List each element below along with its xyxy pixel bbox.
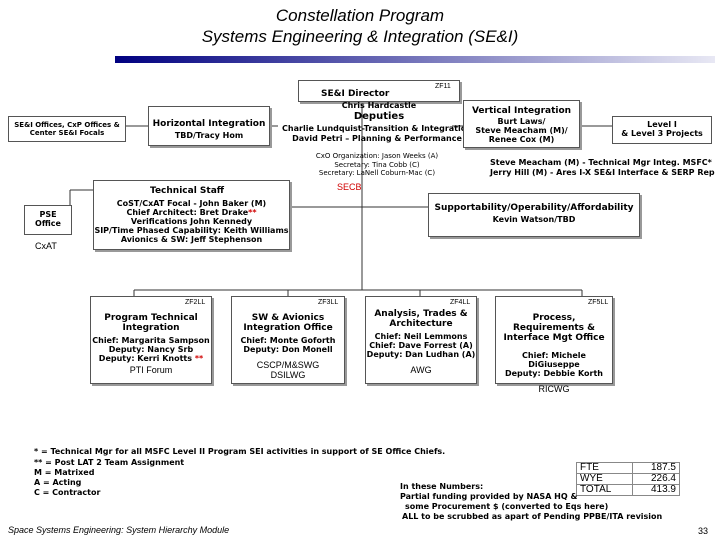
office-title: Analysis, Trades & Architecture bbox=[374, 309, 468, 329]
cxat-label: CxAT bbox=[35, 241, 57, 251]
secb-label: SECB bbox=[337, 182, 362, 192]
office-title: Process, Requirements & Interface Mgt Of… bbox=[503, 313, 605, 343]
office-line-2: Chief: Dave Forrest (A) bbox=[369, 341, 473, 350]
page-number: 33 bbox=[698, 526, 709, 536]
director-box: ZF11 SE&I Director bbox=[298, 80, 460, 102]
title-line-1: Constellation Program bbox=[275, 6, 445, 25]
supportability-box: Supportability/Operability/Affordability… bbox=[428, 193, 640, 237]
office-tag: ZF2LL bbox=[185, 299, 206, 306]
total-label: TOTAL bbox=[575, 484, 634, 496]
office-line-1: Chief: Michele DiGiuseppe bbox=[522, 351, 586, 369]
pse-office-box: PSE Office bbox=[24, 205, 72, 235]
secretary-note-1: Secretary: Tina Cobb (C) bbox=[334, 161, 420, 169]
office-forum: CSCP/M&SWG DSILWG bbox=[256, 360, 320, 380]
numbers-note-4: ALL to be scrubbed as apart of Pending P… bbox=[402, 512, 663, 521]
technical-staff-title: Technical Staff bbox=[150, 186, 225, 196]
left-offices-box: SE&I Offices, CxP Offices & Center SE&I … bbox=[8, 116, 126, 142]
technical-staff-line-2: Chief Architect: Bret Drake** bbox=[126, 208, 257, 217]
vertical-integration-box: Vertical Integration Burt Laws/ Steve Me… bbox=[463, 100, 580, 148]
technical-staff-line-3: Verifications John Kennedy bbox=[130, 217, 253, 226]
office-box-pti: ZF2LL Program Technical Integration Chie… bbox=[90, 296, 212, 384]
pse-line-2: Office bbox=[35, 219, 61, 228]
numbers-note-3: some Procurement $ (converted to Eqs her… bbox=[405, 502, 609, 511]
wye-value: 226.4 bbox=[632, 473, 680, 485]
left-offices-label: SE&I Offices, CxP Offices & Center SE&I … bbox=[14, 121, 120, 137]
numbers-note-2: Partial funding provided by NASA HQ & bbox=[400, 492, 578, 501]
level-projects-box: Level I & Level 3 Projects bbox=[612, 116, 712, 144]
deputy-transition: Charlie Lundquist-Transition & Integrati… bbox=[282, 124, 472, 133]
office-line-2: Deputy: Debbie Korth bbox=[504, 369, 603, 378]
office-line-3: Deputy: Dan Ludhan (A) bbox=[366, 350, 476, 359]
footnote-contractor: C = Contractor bbox=[34, 488, 101, 497]
deputy-planning: David Petri – Planning & Performance bbox=[292, 134, 462, 143]
numbers-note-1: In these Numbers: bbox=[400, 482, 484, 491]
secretary-note-2: Secretary: LaNell Coburn-Mac (C) bbox=[318, 169, 436, 177]
title-gradient-bar bbox=[115, 56, 715, 63]
office-box-process: ZF5LL Process, Requirements & Interface … bbox=[495, 296, 613, 394]
level-projects-line-2: & Level 3 Projects bbox=[621, 129, 703, 138]
wye-label: WYE bbox=[575, 473, 634, 485]
cxo-org-note: CxO Organization: Jason Weeks (A) bbox=[315, 152, 439, 160]
office-forum: RICWG bbox=[538, 384, 570, 394]
vertical-note-2: Jerry Hill (M) - Ares I-X SE&I Interface… bbox=[490, 168, 715, 177]
office-line-2: Deputy: Don Monell bbox=[243, 345, 333, 354]
vertical-integration-line-1: Burt Laws/ bbox=[497, 117, 546, 126]
office-box-sw-avionics: ZF3LL SW & Avionics Integration Office C… bbox=[231, 296, 345, 384]
office-forum: AWG bbox=[410, 365, 432, 375]
technical-staff-line-5: Avionics & SW: Jeff Stephenson bbox=[120, 235, 263, 244]
fte-value: 187.5 bbox=[632, 462, 680, 474]
post-lat-marker: ** bbox=[248, 208, 257, 217]
deputies-label: Deputies bbox=[353, 111, 405, 122]
vertical-note-1: Steve Meacham (M) - Technical Mgr Integ.… bbox=[490, 158, 712, 167]
post-lat-marker: ** bbox=[194, 354, 204, 363]
office-line-1: Chief: Margarita Sampson bbox=[92, 336, 210, 345]
office-line-1: Chief: Monte Goforth bbox=[240, 336, 336, 345]
office-line-2: Deputy: Nancy Srb bbox=[108, 345, 194, 354]
director-title: SE&I Director bbox=[321, 89, 390, 99]
horizontal-integration-name: TBD/Tracy Hom bbox=[174, 131, 244, 140]
supportability-title: Supportability/Operability/Affordability bbox=[434, 203, 634, 213]
footnote-technical-mgr: * = Technical Mgr for all MSFC Level II … bbox=[34, 447, 446, 456]
technical-staff-box: Technical Staff CoST/CxAT Focal - John B… bbox=[93, 180, 290, 250]
office-line-3: Deputy: Kerri Knotts ** bbox=[98, 354, 204, 363]
horizontal-integration-title: Horizontal Integration bbox=[152, 119, 266, 129]
pse-line-1: PSE bbox=[39, 210, 57, 219]
total-value: 413.9 bbox=[632, 484, 680, 496]
footnote-matrixed: M = Matrixed bbox=[34, 468, 95, 477]
office-forum: PTI Forum bbox=[129, 365, 173, 375]
footer-module-name: Space Systems Engineering: System Hierar… bbox=[8, 525, 230, 535]
office-box-analysis: ZF4LL Analysis, Trades & Architecture Ch… bbox=[365, 296, 477, 384]
supportability-name: Kevin Watson/TBD bbox=[492, 215, 576, 224]
director-tag: ZF11 bbox=[435, 83, 451, 90]
office-title: Program Technical Integration bbox=[104, 313, 198, 333]
footnote-post-lat: ** = Post LAT 2 Team Assignment bbox=[34, 458, 185, 467]
director-name: Chris Hardcastle bbox=[341, 101, 417, 110]
horizontal-integration-box: Horizontal Integration TBD/Tracy Hom bbox=[148, 106, 270, 146]
fte-label: FTE bbox=[575, 462, 634, 474]
office-tag: ZF5LL bbox=[588, 299, 609, 306]
vertical-integration-line-3: Renee Cox (M) bbox=[488, 135, 555, 144]
technical-staff-line-1: CoST/CxAT Focal - John Baker (M) bbox=[116, 199, 267, 208]
vertical-integration-title: Vertical Integration bbox=[471, 106, 572, 116]
title-line-2: Systems Engineering & Integration (SE&I) bbox=[201, 27, 519, 46]
office-line-1: Chief: Neil Lemmons bbox=[374, 332, 468, 341]
office-tag: ZF4LL bbox=[450, 299, 471, 306]
technical-staff-line-4: SIP/Time Phased Capability: Keith Willia… bbox=[94, 226, 289, 235]
office-tag: ZF3LL bbox=[318, 299, 339, 306]
footnote-acting: A = Acting bbox=[34, 478, 82, 487]
vertical-integration-line-2: Steve Meacham (M)/ bbox=[475, 126, 568, 135]
office-title: SW & Avionics Integration Office bbox=[243, 313, 333, 333]
level-projects-line-1: Level I bbox=[647, 120, 677, 129]
